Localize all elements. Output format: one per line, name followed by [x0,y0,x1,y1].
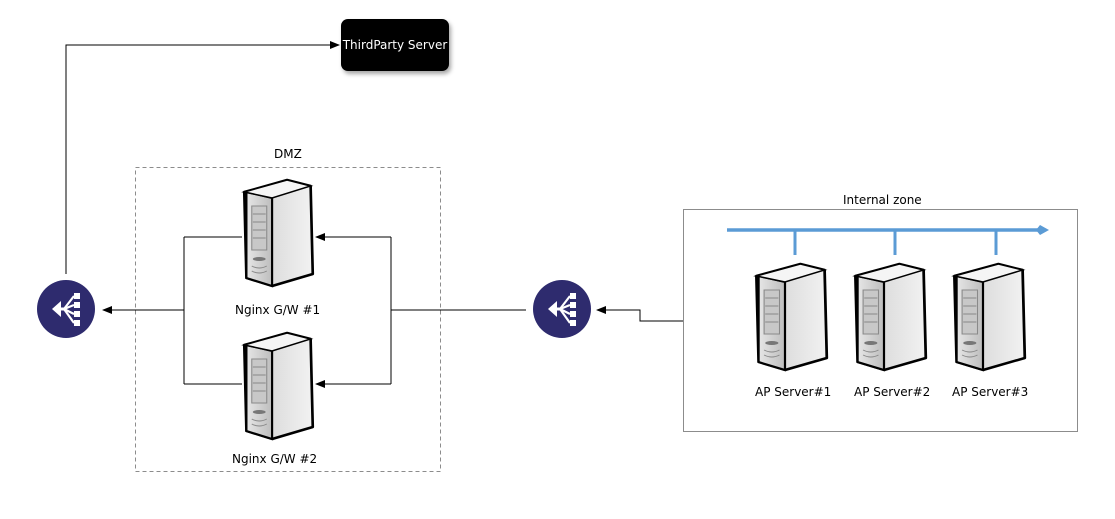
ap-server-2-label: AP Server#2 [854,385,931,399]
internal-zone-label: Internal zone [843,193,922,207]
load-balancer-left-icon [35,278,97,340]
internal-zone-border [683,209,1078,432]
ap-server-1-icon [755,262,829,372]
thirdparty-server-label: ThirdParty Server [342,38,448,52]
nginx-gw-2-server-icon [242,331,315,441]
nginx-gw-2-label: Nginx G/W #2 [232,452,318,466]
dmz-zone-label: DMZ [274,147,302,161]
ap-server-3-icon [953,262,1027,372]
dmz-zone-border [135,167,441,472]
bus-end-marker [1036,225,1049,235]
connector-right-lb-to-dmz [390,237,526,384]
connector-lb-to-thirdparty [65,41,340,274]
load-balancer-right-icon [531,278,593,340]
nginx-gw-1-server-icon [242,178,315,288]
connector-internal-to-right-lb [596,306,683,322]
ap-server-1-label: AP Server#1 [755,385,832,399]
thirdparty-server-node: ThirdParty Server [341,19,449,71]
connector-dmz-servers-merge [183,236,242,385]
ap-server-3-label: AP Server#3 [952,385,1029,399]
nginx-gw-1-label: Nginx G/W #1 [235,303,321,317]
ap-server-2-icon [854,262,928,372]
